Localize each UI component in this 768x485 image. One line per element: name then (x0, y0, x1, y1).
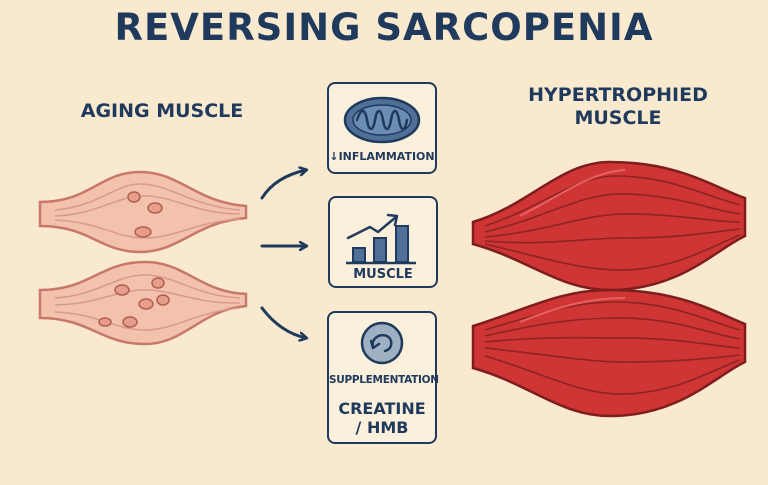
hypertrophied-muscle-bottom (471, 288, 747, 418)
supplementation-label: SUPPLEMENTATION (329, 374, 439, 386)
muscle-box: MUSCLE (328, 196, 438, 288)
capsule-circle-icon (360, 321, 404, 365)
aging-muscle-label: AGING MUSCLE (80, 100, 244, 122)
mitochondria-icon (343, 96, 421, 144)
rising-bar-chart-icon (346, 213, 416, 265)
creatine-hmb-label: CREATINE / HMB (329, 399, 435, 437)
supplementation-box: SUPPLEMENTATION CREATINE / HMB (327, 311, 439, 444)
arrow-to-supplementation (260, 306, 306, 338)
page-title: REVERSING SARCOPENIA (114, 6, 654, 49)
hypertrophied-label-line1: HYPERTROPHIED (528, 84, 708, 106)
muscle-label: MUSCLE (353, 267, 413, 282)
aging-muscle-top (38, 170, 248, 254)
inflammation-label: ↓INFLAMMATION (329, 150, 435, 163)
aging-muscle-bottom (38, 260, 248, 346)
creatine-label: CREATINE (338, 399, 426, 418)
hmb-label: / HMB (355, 418, 409, 438)
arrow-to-inflammation (260, 170, 306, 200)
hypertrophied-muscle-top (471, 160, 747, 292)
inflammation-box: ↓INFLAMMATION (327, 82, 437, 174)
hypertrophied-label-line2: MUSCLE (574, 106, 662, 129)
hypertrophied-muscle-label: HYPERTROPHIED MUSCLE (498, 84, 738, 130)
